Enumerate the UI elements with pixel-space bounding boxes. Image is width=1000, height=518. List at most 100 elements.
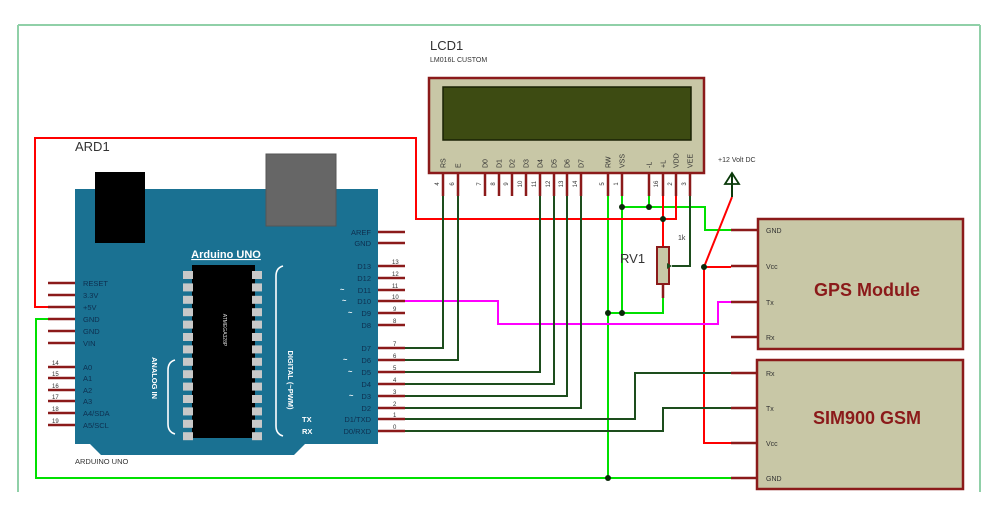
- chip-pin: [252, 345, 262, 354]
- analog-in-label: ANALOG IN: [150, 357, 159, 399]
- pin-label: D9: [361, 309, 371, 318]
- pin-number: 4: [393, 378, 397, 384]
- gsm-module: Rx Tx Vcc GND SIM900 GSM: [731, 358, 965, 491]
- wire-lcd-d6-d3: [405, 196, 568, 397]
- gsm-pin-label: GND: [766, 476, 782, 483]
- chip-pin: [252, 283, 262, 292]
- pin-number: 11: [392, 284, 399, 290]
- mcu-chip: [192, 265, 255, 438]
- lcd-pin-label: VEE: [688, 154, 695, 168]
- gsm-title: SIM900 GSM: [813, 408, 921, 428]
- pin-label: A0: [83, 363, 92, 372]
- lcd-pin-number: 1: [614, 182, 620, 186]
- gps-pin-label: Vcc: [766, 264, 778, 271]
- chip-pin: [183, 419, 193, 428]
- rx-label: RX: [302, 427, 312, 436]
- pin-number: 0: [393, 425, 397, 431]
- lcd-pin-number: 14: [573, 180, 579, 187]
- chip-pin: [183, 370, 193, 379]
- pin-label: A2: [83, 386, 92, 395]
- pin-label: +5V: [83, 303, 97, 312]
- arduino-component: ARD1 Arduino UNO ATMEGA328P ANALOG IN DI…: [48, 139, 405, 466]
- lcd-pin-number: 16: [654, 180, 660, 187]
- lcd-pin-label: -L: [647, 162, 654, 168]
- chip-pin: [183, 345, 193, 354]
- chip-pin: [252, 382, 262, 391]
- chip-pin: [252, 395, 262, 403]
- junction-dot: [619, 310, 625, 316]
- lcd-pin-number: 13: [559, 180, 565, 187]
- pin-number: 17: [52, 395, 59, 401]
- lcd-component: LCD1 LM016L CUSTOM RS E D0: [427, 38, 706, 196]
- junction-dot: [646, 204, 652, 210]
- wire-lcd-rs-d7: [405, 196, 444, 349]
- chip-pin: [183, 295, 193, 304]
- lcd-screen: [442, 86, 692, 141]
- chip-pin: [252, 271, 262, 279]
- chip-pin: [183, 395, 193, 403]
- pin-label: 3.3V: [83, 291, 98, 300]
- wire-txd-gsm-rx: [405, 372, 731, 420]
- pwm-marker: ~: [348, 308, 353, 317]
- analog-bracket: [167, 359, 176, 435]
- lcd-pin-label: D0: [483, 159, 490, 168]
- lcd-pin-label: +L: [661, 160, 668, 168]
- pin-label: D0/RXD: [343, 427, 371, 436]
- wire-gnd-main: [35, 318, 731, 479]
- pin-label: D8: [361, 321, 371, 330]
- power-label: +12 Volt DC: [718, 157, 756, 164]
- pwm-marker: ~: [343, 355, 348, 364]
- wire-5v-lcd-vdd: [34, 137, 677, 308]
- chip-pin: [183, 308, 193, 317]
- pin-label: D3: [361, 392, 371, 401]
- junction-dot: [605, 310, 611, 316]
- chip-pin: [183, 320, 193, 329]
- lcd-pin-label: D7: [579, 159, 586, 168]
- pin-label: D2: [361, 404, 371, 413]
- rv1-value: 1k: [678, 235, 686, 242]
- gps-pin-label: Tx: [766, 300, 774, 307]
- pin-number: 7: [393, 342, 397, 348]
- pin-label: D12: [357, 274, 371, 283]
- lcd-pin-label: RW: [606, 156, 613, 168]
- lcd-ref: LCD1: [430, 38, 463, 53]
- arduino-title: Arduino UNO: [191, 249, 261, 261]
- pin-label: GND: [83, 327, 100, 336]
- pin-number: 10: [392, 295, 399, 301]
- lcd-pin-number: 5: [600, 182, 606, 186]
- lcd-pin-labels: RS E D0 D1 D2 D3 D4 D5 D6 D7 RW VSS -L +…: [441, 153, 695, 168]
- pin-label: A4/SDA: [83, 409, 110, 418]
- lcd-pin-number: 3: [682, 182, 688, 186]
- gsm-pin-label: Tx: [766, 406, 774, 413]
- pin-label: AREF: [351, 228, 371, 237]
- wire-lcd-vee-rv1-wiper: [672, 196, 691, 267]
- lcd-pin-number: 11: [532, 180, 538, 187]
- chip-pin: [252, 333, 262, 341]
- gps-pin-label: Rx: [766, 335, 775, 342]
- lcd-part: LM016L CUSTOM: [430, 57, 487, 64]
- lcd-pin-label: VDD: [674, 153, 681, 168]
- pin-number: 2: [393, 402, 397, 408]
- chip-pin: [183, 271, 193, 279]
- gps-pin-label: GND: [766, 228, 782, 235]
- wire-12v-gps-vcc: [702, 196, 733, 268]
- junction-dot: [605, 475, 611, 481]
- pin-number: 5: [393, 366, 397, 372]
- chip-pin: [252, 320, 262, 329]
- chip-pin: [252, 295, 262, 304]
- pin-label: D11: [358, 286, 371, 295]
- lcd-pin-label: D1: [497, 159, 504, 168]
- junctions: [605, 204, 707, 481]
- gsm-pin-label: Rx: [766, 371, 775, 378]
- pin-number: 14: [52, 361, 59, 367]
- gsm-pin-label: Vcc: [766, 441, 778, 448]
- chip-pin: [252, 419, 262, 428]
- pwm-marker: ~: [342, 296, 347, 305]
- arduino-ref: ARD1: [75, 139, 110, 154]
- lcd-pin-numbers: 4 6 7 8 9 10 11 12 13 14 5 1 16 2 3: [435, 180, 688, 187]
- lcd-pin-number: 6: [450, 182, 456, 186]
- pin-label: GND: [83, 315, 100, 324]
- power-jack: [95, 172, 145, 243]
- chip-pin: [183, 407, 193, 416]
- gps-body: [756, 217, 965, 351]
